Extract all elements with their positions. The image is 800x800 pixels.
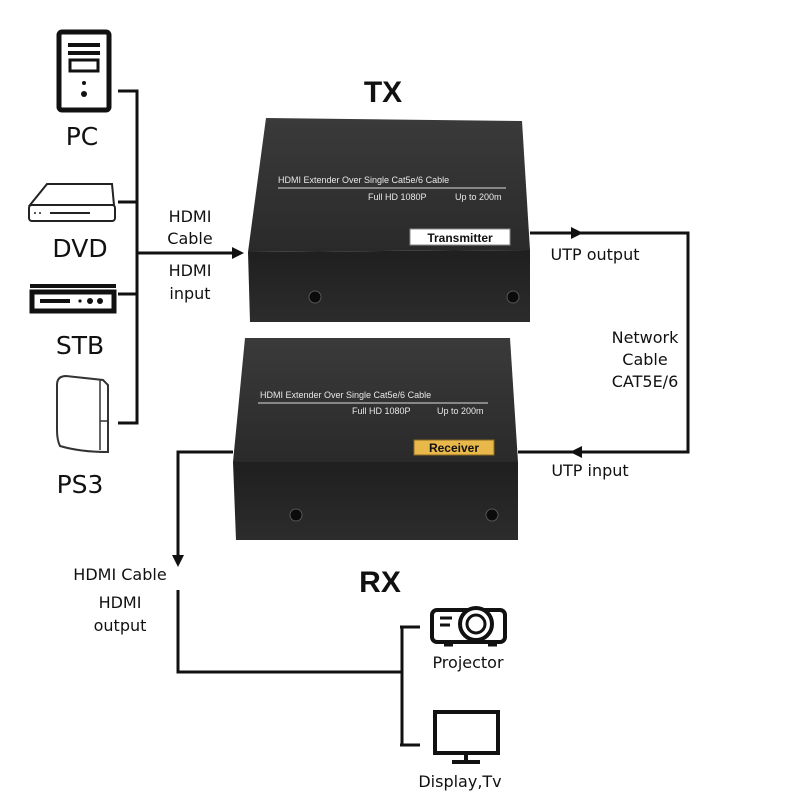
tx-device-text: HDMI Extender Over Single Cat5e/6 Cable [278, 175, 449, 185]
game-console-icon [56, 374, 109, 454]
monitor-icon [433, 710, 500, 764]
hdmi-cable-label-2: Cable [167, 229, 212, 248]
receiver-tag: Receiver [429, 441, 479, 455]
set-top-box-icon [29, 284, 117, 314]
pc-tower-icon [56, 29, 112, 113]
source-label-ps3: PS3 [57, 470, 104, 499]
utp-input-label: UTP input [551, 461, 628, 480]
output-cable-lines [172, 450, 420, 747]
rx-device-text: HDMI Extender Over Single Cat5e/6 Cable [260, 390, 431, 400]
transmitter-device: HDMI Extender Over Single Cat5e/6 Cable … [248, 118, 530, 322]
hdmi-input-label-1: HDMI [169, 261, 212, 280]
hdmi-cable-output-label: HDMI Cable [73, 565, 166, 584]
projector-label: Projector [432, 653, 504, 672]
utp-output-label: UTP output [551, 245, 640, 264]
tx-device-subtext-1: Full HD 1080P [368, 192, 427, 202]
tx-title: TX [364, 76, 402, 109]
dvd-player-icon [27, 183, 116, 222]
hdmi-output-label-2: output [94, 616, 147, 635]
receiver-device: HDMI Extender Over Single Cat5e/6 Cable … [233, 338, 518, 540]
rx-title: RX [359, 566, 401, 599]
rx-device-subtext-2: Up to 200m [437, 406, 484, 416]
input-cable-lines [118, 89, 244, 425]
display-tv-label: Display,Tv [418, 772, 501, 791]
source-label-dvd: DVD [52, 234, 107, 263]
hdmi-input-label-2: input [169, 284, 210, 303]
source-label-pc: PC [66, 122, 99, 151]
transmitter-tag: Transmitter [427, 231, 493, 245]
source-label-stb: STB [56, 331, 104, 360]
hdmi-cable-label-1: HDMI [169, 207, 212, 226]
network-cable-lines [518, 227, 690, 458]
network-cable-label-1: Network [612, 328, 680, 347]
projector-icon [430, 606, 507, 647]
hdmi-output-label-1: HDMI [99, 593, 142, 612]
tx-device-subtext-2: Up to 200m [455, 192, 502, 202]
rx-device-subtext-1: Full HD 1080P [352, 406, 411, 416]
network-cable-label-3: CAT5E/6 [612, 372, 679, 391]
network-cable-label-2: Cable [622, 350, 667, 369]
